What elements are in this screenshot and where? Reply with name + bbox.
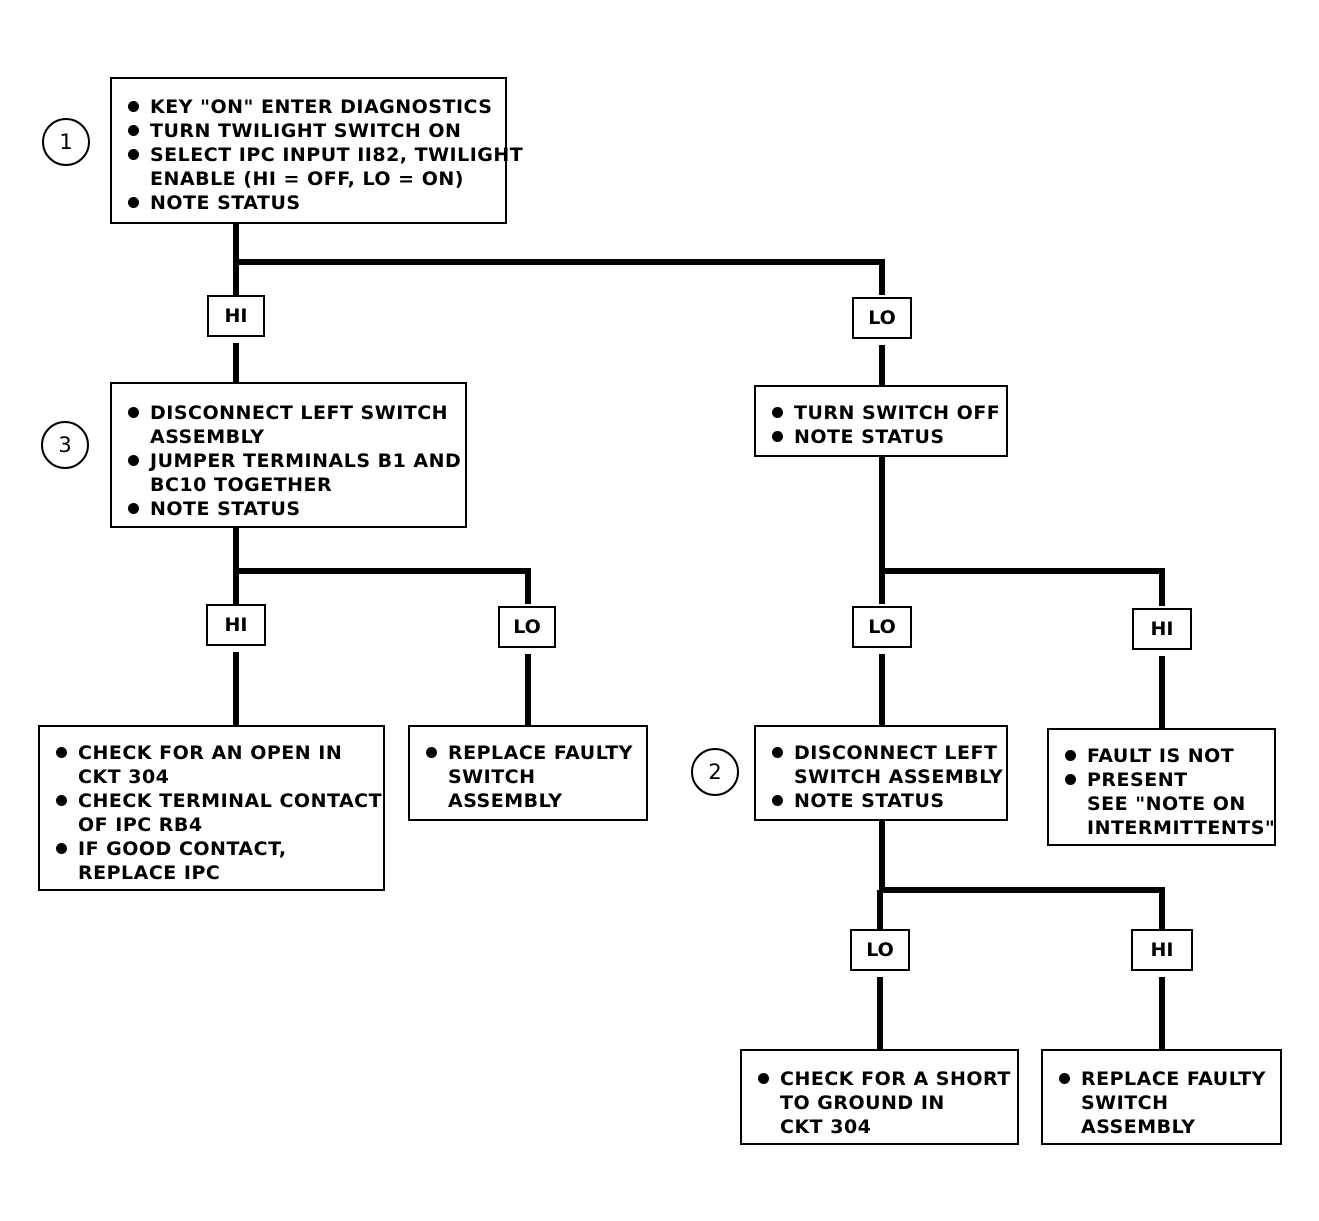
bullet-item: JUMPER TERMINALS B1 AND bbox=[126, 449, 461, 473]
tag-lo-step1: LO bbox=[852, 297, 912, 339]
bullet-item: NOTE STATUS bbox=[126, 191, 497, 215]
tag-hi-step1: HI bbox=[207, 295, 265, 337]
continuation-line: SWITCH bbox=[448, 766, 536, 788]
step-3-marker: 3 bbox=[41, 421, 89, 469]
continuation-line: SEE "NOTE ON bbox=[1087, 793, 1246, 815]
continuation-line: CKT 304 bbox=[78, 766, 170, 788]
bullet-item: DISCONNECT LEFT SWITCH bbox=[126, 401, 457, 425]
wire-step1-branch bbox=[233, 224, 885, 295]
continuation-line: SWITCH ASSEMBLY bbox=[794, 766, 1004, 788]
continuation-line: TO GROUND IN bbox=[780, 1092, 945, 1114]
continuation-line: CKT 304 bbox=[780, 1116, 872, 1138]
wire-step3-branch bbox=[233, 528, 531, 604]
continuation-line: ASSEMBLY bbox=[150, 426, 265, 448]
bullet-item: CHECK TERMINAL CONTACT bbox=[54, 789, 382, 813]
tag-lo-step2: LO bbox=[850, 929, 910, 971]
bullet-item: NOTE STATUS bbox=[770, 789, 998, 813]
continuation-line: OF IPC RB4 bbox=[78, 814, 203, 836]
tag-lo-turnoff: LO bbox=[852, 606, 912, 648]
continuation-line: REPLACE IPC bbox=[78, 862, 221, 884]
continuation-line: ASSEMBLY bbox=[1081, 1116, 1196, 1138]
bullet-item: FAULT IS NOT bbox=[1063, 744, 1266, 768]
step-2-marker: 2 bbox=[691, 748, 739, 796]
wire-turnoff-branch bbox=[879, 457, 1165, 606]
bullet-item: SELECT IPC INPUT II82, TWILIGHT bbox=[126, 143, 523, 167]
bullet-item: PRESENT bbox=[1063, 768, 1266, 792]
continuation-line: SWITCH bbox=[1081, 1092, 1169, 1114]
bullet-item: NOTE STATUS bbox=[770, 425, 998, 449]
continuation-line: ASSEMBLY bbox=[448, 790, 563, 812]
step-1-marker: 1 bbox=[42, 118, 90, 166]
bullet-item: KEY "ON" ENTER DIAGNOSTICS bbox=[126, 95, 497, 119]
bullet-item: DISCONNECT LEFT bbox=[770, 741, 998, 765]
tag-hi-step2: HI bbox=[1131, 929, 1193, 971]
tag-hi-turnoff: HI bbox=[1132, 608, 1192, 650]
bullet-item: IF GOOD CONTACT, bbox=[54, 837, 375, 861]
bullet-item: CHECK FOR A SHORT bbox=[756, 1067, 1010, 1091]
bullet-item: CHECK FOR AN OPEN IN bbox=[54, 741, 375, 765]
bullet-item: REPLACE FAULTY bbox=[1057, 1067, 1272, 1091]
tag-hi-step3: HI bbox=[206, 604, 266, 646]
continuation-line: INTERMITTENTS" bbox=[1087, 817, 1276, 839]
bullet-item: TURN SWITCH OFF bbox=[770, 401, 1000, 425]
bullet-item: NOTE STATUS bbox=[126, 497, 457, 521]
continuation-line: BC10 TOGETHER bbox=[150, 474, 333, 496]
continuation-line: ENABLE (HI = OFF, LO = ON) bbox=[150, 168, 464, 190]
bullet-item: TURN TWILIGHT SWITCH ON bbox=[126, 119, 497, 143]
bullet-item: REPLACE FAULTY bbox=[424, 741, 638, 765]
wire-step2-branch bbox=[877, 821, 1165, 929]
tag-lo-step3: LO bbox=[498, 606, 556, 648]
